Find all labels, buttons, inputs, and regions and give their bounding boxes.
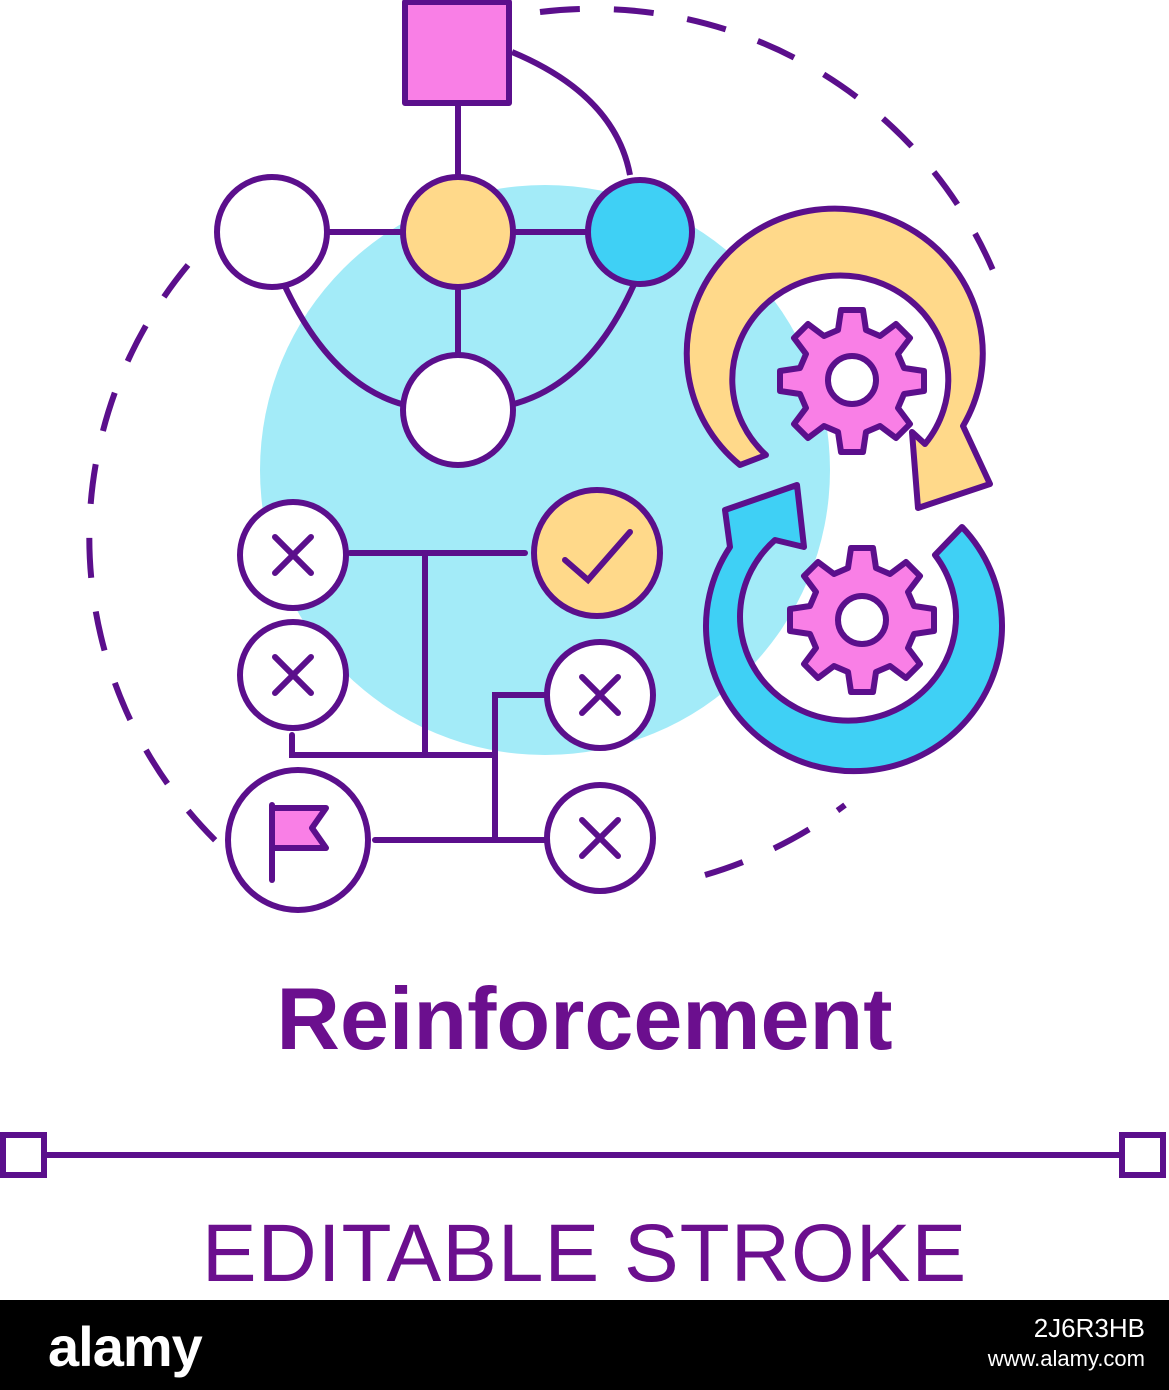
editable-stroke-label: EDITABLE STROKE bbox=[201, 1208, 968, 1299]
node-center bbox=[400, 174, 516, 290]
cycle-gears bbox=[683, 205, 1006, 775]
root-square bbox=[402, 0, 512, 106]
graph-arc-top bbox=[510, 49, 633, 176]
flag-icon bbox=[225, 767, 371, 913]
node-left bbox=[214, 174, 330, 290]
image-reference: 2J6R3HB www.alamy.com bbox=[988, 1312, 1145, 1372]
stroke-guide bbox=[0, 1132, 1166, 1178]
dashed-orbit bbox=[86, 5, 998, 903]
decision-tree bbox=[225, 487, 663, 913]
reject-icon bbox=[237, 619, 349, 731]
node-graph bbox=[214, 0, 695, 468]
reinforcement-illustration bbox=[0, 0, 1166, 1178]
node-right bbox=[585, 177, 695, 287]
footer-url: www.alamy.com bbox=[987, 1345, 1145, 1371]
guide-handle-left bbox=[0, 1132, 47, 1178]
cycle-arrow-blue bbox=[703, 482, 1006, 775]
alamy-logo: alamy bbox=[48, 1315, 203, 1378]
image-id: 2J6R3HB bbox=[1033, 1313, 1145, 1343]
reject-icon bbox=[544, 782, 656, 894]
graph-arc-bottom bbox=[280, 280, 638, 408]
guide-handle-right bbox=[1119, 1132, 1166, 1178]
checkmark-icon bbox=[531, 487, 663, 619]
concept-title: Reinforcement bbox=[276, 969, 893, 1068]
reject-icon bbox=[544, 639, 656, 751]
cycle-arrow-yellow bbox=[683, 205, 993, 511]
watermark-footer: alamy 2J6R3HB www.alamy.com bbox=[0, 1300, 1169, 1390]
gear-icon bbox=[787, 545, 937, 695]
gear-icon bbox=[777, 307, 927, 455]
reject-icon bbox=[237, 499, 349, 611]
node-bottom bbox=[400, 352, 516, 468]
